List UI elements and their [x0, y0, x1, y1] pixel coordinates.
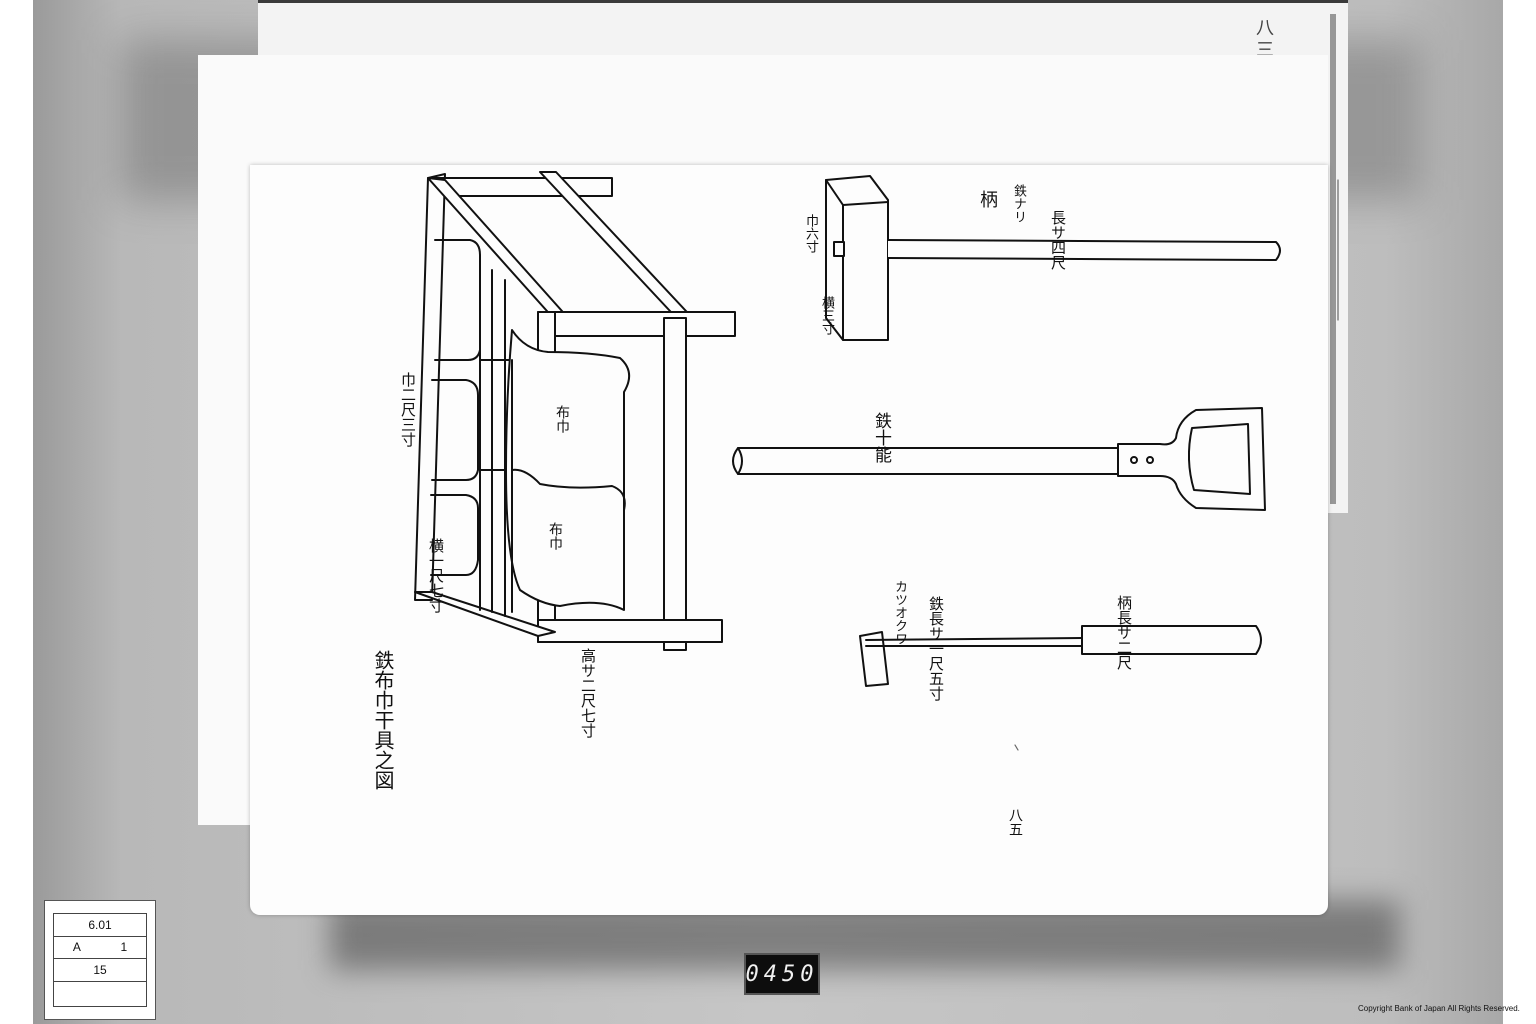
hoe-iron-length-label: 鉄長サ一尺五寸: [927, 596, 945, 701]
cabinet-width-label: 横一尺七寸: [427, 538, 445, 613]
paper-corner-marks: [1014, 179, 1339, 751]
film-label-row: A 1: [53, 936, 147, 959]
page-note: 八五: [1007, 808, 1023, 836]
film-label-row: 15: [53, 959, 147, 982]
paddle-iron-label: 鉄ナリ: [1011, 184, 1026, 223]
shovel-illustration: [732, 407, 1266, 511]
paddle-length-label: 長サ四尺: [1049, 210, 1067, 270]
hoe-handle-length-label: 柄長サ二尺: [1115, 595, 1133, 670]
hoe-illustration: [859, 625, 1262, 687]
paddle-blade-height-label: 横三寸: [819, 296, 834, 335]
cabinet-height-label: 高サ二尺七寸: [579, 648, 597, 738]
film-label-card: 6.01 A 1 15: [44, 900, 156, 1020]
hoe-top-label: カツオクワ: [892, 580, 907, 645]
paddle-handle-label: 柄: [977, 190, 998, 208]
frame-number: 0450: [744, 953, 820, 995]
cloth-label: 布巾: [554, 405, 570, 433]
film-label-cell: 1: [120, 940, 128, 954]
copyright-notice: Copyright Bank of Japan All Rights Reser…: [1358, 1004, 1520, 1013]
book-page-edge: [1330, 14, 1336, 504]
drawing-title: 鉄布巾干具之図: [371, 650, 395, 790]
drying-rack-illustration: [414, 171, 736, 651]
shovel-name-label: 鉄十能: [871, 412, 891, 463]
film-label-row: [53, 982, 147, 1007]
cloth-label: 布巾: [547, 522, 563, 550]
paddle-blade-width-label: 巾六寸: [803, 214, 818, 253]
film-label-row: 6.01: [53, 913, 147, 937]
film-label-cell: A: [72, 940, 81, 954]
paddle-illustration: [825, 175, 1281, 341]
cabinet-depth-label: 巾二尺三寸: [399, 372, 417, 447]
